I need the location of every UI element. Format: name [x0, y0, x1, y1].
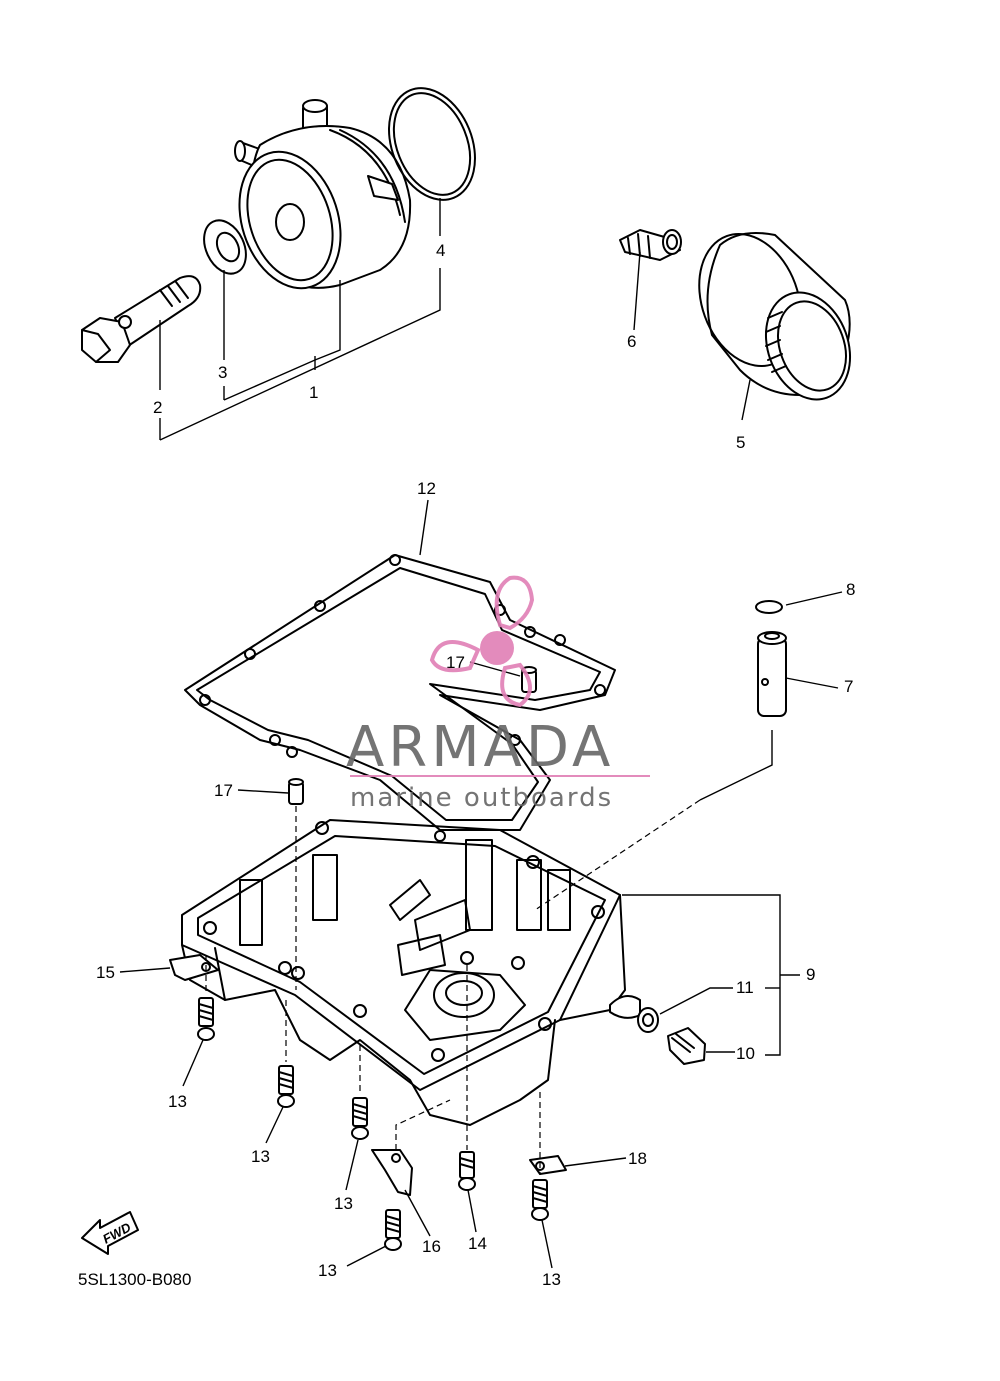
callout-18: 18 — [628, 1149, 647, 1168]
leader-lines — [119, 198, 843, 1269]
callout-17-b: 17 — [446, 653, 465, 672]
callout-1: 1 — [309, 383, 318, 402]
callout-13-c: 13 — [334, 1194, 353, 1213]
bolt — [277, 1065, 295, 1108]
bolt — [197, 997, 215, 1041]
drain-gasket — [637, 1007, 659, 1033]
drain-bolt — [667, 1027, 706, 1065]
bolt — [384, 1209, 402, 1251]
oil-pipe — [757, 631, 787, 717]
oil-filter — [698, 232, 852, 401]
oil-pan-gasket — [184, 554, 616, 842]
oil-pan — [181, 819, 641, 1126]
callout-6: 6 — [627, 332, 636, 351]
watermark: ARMADA marine outboards — [346, 575, 650, 813]
bolt — [351, 1097, 369, 1140]
callout-4: 4 — [436, 241, 445, 260]
union-bolt — [81, 275, 202, 363]
callout-3: 3 — [218, 363, 227, 382]
dowel-pin — [288, 778, 304, 805]
callout-5: 5 — [736, 433, 745, 452]
pipe-fitting — [619, 229, 682, 261]
diagram-code: 5SL1300-B080 — [78, 1270, 191, 1289]
callout-15: 15 — [96, 963, 115, 982]
o-ring — [388, 87, 476, 201]
callout-12: 12 — [417, 479, 436, 498]
bolt — [458, 1151, 476, 1191]
propeller-logo-icon — [429, 575, 535, 708]
callout-labels: 1 2 3 4 5 6 7 8 9 10 11 12 13 13 13 13 1… — [96, 241, 855, 1289]
callout-13-a: 13 — [168, 1092, 187, 1111]
watermark-brand: ARMADA — [346, 715, 614, 780]
bolt — [531, 1179, 549, 1221]
callout-17-a: 17 — [214, 781, 233, 800]
callout-10: 10 — [736, 1044, 755, 1063]
washer — [203, 219, 247, 275]
callout-8: 8 — [846, 580, 855, 599]
callout-7: 7 — [844, 677, 853, 696]
bracket — [371, 1149, 413, 1196]
o-ring-small — [755, 600, 783, 614]
callout-13-d: 13 — [318, 1261, 337, 1280]
callout-16: 16 — [422, 1237, 441, 1256]
oil-cooler — [234, 99, 412, 290]
watermark-tagline: marine outboards — [350, 783, 613, 813]
callout-13-e: 13 — [542, 1270, 561, 1289]
forward-arrow-icon: FWD — [81, 1211, 139, 1255]
clamp — [529, 1155, 567, 1175]
callout-2: 2 — [153, 398, 162, 417]
callout-11: 11 — [736, 978, 754, 997]
callout-14: 14 — [468, 1234, 487, 1253]
callout-13-b: 13 — [251, 1147, 270, 1166]
callout-9: 9 — [806, 965, 815, 984]
